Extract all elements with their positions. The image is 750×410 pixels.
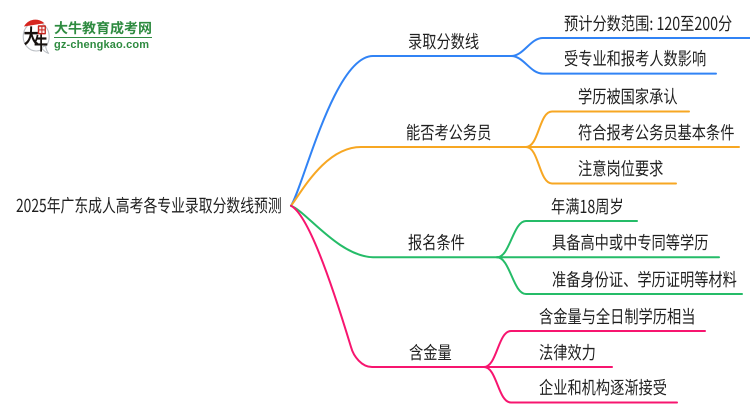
- logo-bubble-tail: [40, 45, 50, 54]
- logo-red-dome: [23, 19, 45, 27]
- child-label: 预计分数范围: 120至200分: [564, 9, 733, 36]
- branch-connector: [290, 146, 527, 207]
- logo-seal-marks: [39, 26, 45, 33]
- branch-connector: [483, 330, 706, 368]
- logo-seal: [37, 25, 46, 35]
- child-label: 符合报考公务员基本条件: [578, 118, 735, 145]
- branch-connector: [496, 256, 743, 295]
- branch-connector: [290, 55, 512, 207]
- branch-label: 报名条件: [408, 229, 465, 255]
- logo-bubble-char-1: 大: [24, 21, 39, 50]
- branch-label: 含金量: [409, 338, 452, 365]
- root-topic: 2025年广东成人高考各专业录取分数线预测: [15, 192, 282, 218]
- branch-connector: [510, 55, 717, 75]
- child-label: 含金量与全日制学历相当: [539, 302, 696, 329]
- child-label: 准备身份证、学历证明等材料: [552, 265, 737, 292]
- branch-connector: [525, 146, 677, 185]
- branch-connector: [496, 220, 638, 259]
- logo-domain: gz-chengkao.com: [54, 38, 150, 51]
- branch-label: 能否考公务员: [406, 118, 492, 145]
- child-label: 具备高中或中专同等学历: [552, 229, 709, 255]
- logo-bubble-char-2: 牛: [34, 28, 48, 55]
- branch-label: 录取分数线: [408, 27, 480, 54]
- branch-connector: [483, 366, 678, 404]
- logo-divider: [54, 37, 152, 38]
- branch-connector: [510, 37, 750, 57]
- child-label: 法律效力: [539, 338, 596, 365]
- logo-site-name: 大牛教育成考网: [54, 18, 152, 38]
- child-label: 学历被国家承认: [578, 83, 678, 110]
- site-logo: 大 牛: [22, 19, 50, 55]
- child-label: 受专业和报考人数影响: [564, 45, 707, 72]
- branch-connector: [525, 110, 690, 148]
- child-label: 注意岗位要求: [578, 155, 664, 182]
- branch-connector: [290, 204, 485, 368]
- branch-connector: [290, 204, 498, 259]
- child-label: 企业和机构逐渐接受: [539, 374, 667, 401]
- child-label: 年满18周岁: [551, 192, 624, 219]
